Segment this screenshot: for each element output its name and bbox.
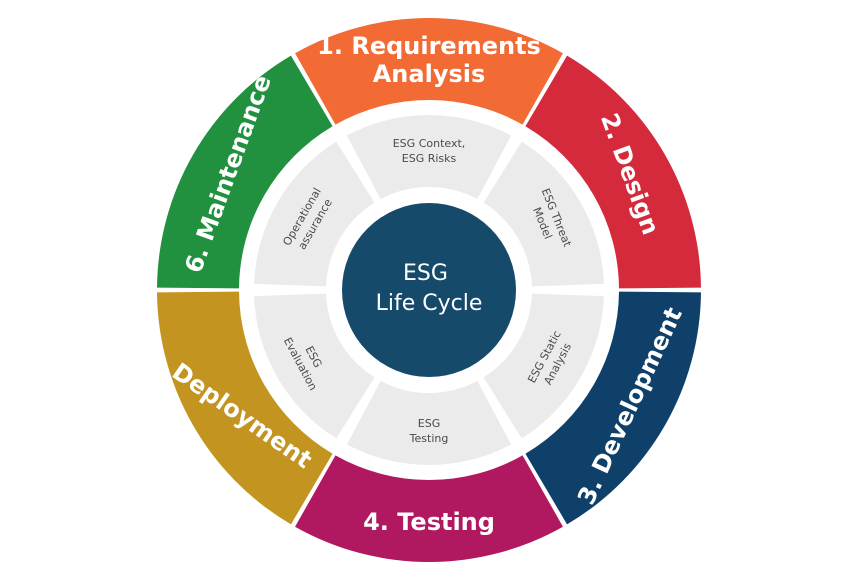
phase-segment-5 <box>157 291 333 525</box>
activity-label-4: ESG Testing <box>409 417 449 445</box>
activity-segment-4 <box>346 380 512 465</box>
activity-segment-6 <box>254 141 375 287</box>
activity-label-1: ESG Context, ESG Risks <box>393 137 466 165</box>
phase-segment-2 <box>525 55 701 289</box>
center-title-line2: Life Cycle <box>376 291 483 316</box>
activity-label-line1: ESG <box>418 417 440 430</box>
phase-label-4: 4. Testing <box>363 508 495 536</box>
center-title: ESG Life Cycle <box>376 261 483 316</box>
phase-label-line2: Analysis <box>373 60 486 88</box>
phase-segment-1 <box>295 17 563 125</box>
activity-segment-5 <box>254 293 375 439</box>
center-title-line1: ESG <box>403 261 448 286</box>
phase-segment-3 <box>525 291 701 525</box>
center-circle <box>342 203 516 377</box>
phase-label-line1: 1. Requirements <box>317 32 541 60</box>
activity-segment-1 <box>346 115 512 200</box>
activity-label-line2: ESG Risks <box>402 152 457 165</box>
activity-label-line1: ESG Context, <box>393 137 466 150</box>
phase-label-line1: 4. Testing <box>363 508 495 536</box>
phase-segment-6 <box>157 55 333 289</box>
activity-segment-3 <box>483 293 604 439</box>
phase-segment-4 <box>295 455 563 562</box>
activity-segment-2 <box>483 141 604 287</box>
activity-label-line2: Testing <box>409 432 449 445</box>
